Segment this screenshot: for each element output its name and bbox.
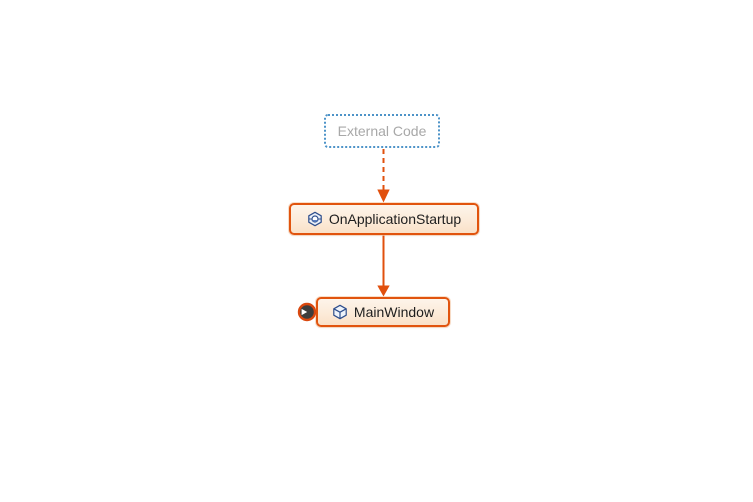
expand-arrow-icon [297,302,317,322]
edge-external-to-startup[interactable] [377,149,390,203]
mainwindow-label: MainWindow [353,304,435,320]
external-code-node[interactable]: External Code [324,114,440,148]
onapplicationstartup-node[interactable]: OnApplicationStartup [289,203,479,235]
onapplicationstartup-label: OnApplicationStartup [328,211,462,227]
edge-startup-to-mainwindow[interactable] [377,235,390,297]
mainwindow-node[interactable]: MainWindow [316,297,450,327]
method-cube-icon [307,211,323,227]
external-code-label: External Code [337,123,427,139]
class-cube-icon [332,304,348,320]
expand-badge[interactable] [297,302,317,322]
